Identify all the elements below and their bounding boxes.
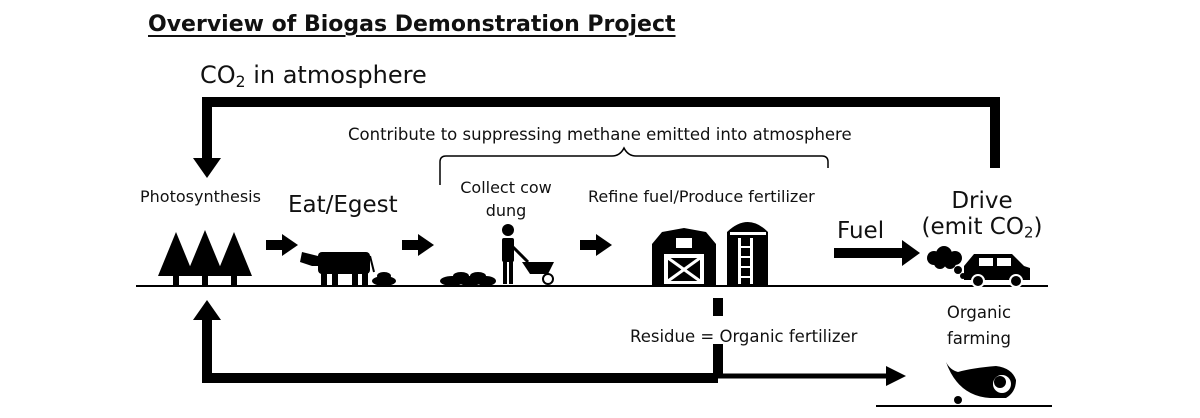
drive-label: Drive(emit CO2) <box>921 188 1043 243</box>
residue-fertilizer-label: Residue = Organic fertilizer <box>630 327 858 346</box>
cornucopia-icon <box>946 362 1016 404</box>
fuel-label: Fuel <box>837 218 885 244</box>
farmer-wheelbarrow-icon <box>502 224 554 285</box>
silo-icon <box>727 222 768 285</box>
cow-icon <box>300 252 375 285</box>
residue-cycle-arrow <box>193 298 906 386</box>
barn-icon <box>652 228 716 285</box>
refine-fuel-label: Refine fuel/Produce fertilizer <box>588 187 815 206</box>
co2-in-atmosphere-label: CO2 in atmosphere <box>200 61 427 91</box>
photosynthesis-label: Photosynthesis <box>140 187 261 206</box>
dung-icon <box>372 272 396 286</box>
arrow-fuel <box>834 240 920 266</box>
contribute-label: Contribute to suppressing methane emitte… <box>348 125 852 144</box>
arrow-trees-to-cow <box>266 234 298 256</box>
diagram-title: Overview of Biogas Demonstration Project <box>148 12 676 37</box>
arrow-collect-to-refine <box>580 234 612 256</box>
trees-icon <box>158 230 252 285</box>
eat-egest-label: Eat/Egest <box>288 192 398 218</box>
car-icon <box>964 254 1030 288</box>
dung-pile-icon <box>440 272 496 286</box>
exhaust-cloud-icon <box>927 246 966 279</box>
arrow-cow-to-collect <box>402 234 434 256</box>
co2-cycle-arrow <box>193 97 1000 178</box>
contribute-bracket <box>439 146 829 185</box>
